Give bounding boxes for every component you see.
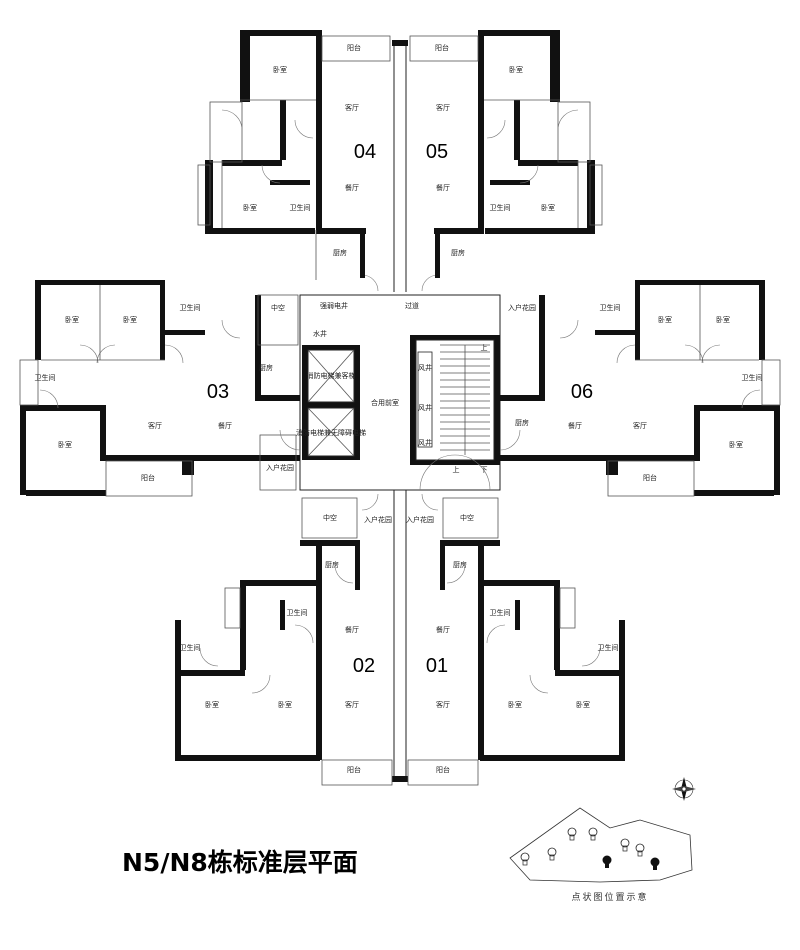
living-label: 客厅 (345, 103, 359, 112)
bath-label: 卫生间 (742, 373, 763, 382)
unit-05-plan (409, 30, 603, 278)
bedroom-label: 卧室 (658, 315, 672, 324)
unit-number: 06 (571, 381, 593, 403)
kitchen-label: 厨房 (515, 418, 529, 427)
living-label: 客厅 (148, 421, 162, 430)
bath-label: 卫生间 (35, 373, 56, 382)
balcony-label: 阳台 (643, 473, 657, 482)
balcony-label: 阳台 (347, 765, 361, 774)
wind-shaft-label: 风井 (418, 438, 432, 447)
bedroom-label: 卧室 (58, 440, 72, 449)
unit-number: 04 (354, 141, 376, 163)
unit-number: 03 (207, 381, 229, 403)
entry-garden-label: 入户花园 (364, 515, 392, 524)
bedroom-label: 卧室 (273, 65, 287, 74)
bedroom-label: 卧室 (65, 315, 79, 324)
plan-title: N5/N8栋标准层平面 (122, 848, 358, 877)
bedroom-label: 卧室 (576, 700, 590, 709)
void-label: 中空 (271, 303, 285, 312)
wind-shaft-label: 风井 (418, 403, 432, 412)
stair-up-mark: 上 (453, 465, 460, 474)
compass-icon (672, 777, 696, 801)
highlighted-building-marker (650, 857, 660, 870)
kitchen-label: 厨房 (259, 363, 273, 372)
living-label: 客厅 (436, 700, 450, 709)
wind-shaft-label: 风井 (418, 363, 432, 372)
stair-down-mark: 下 (481, 466, 488, 474)
dining-label: 餐厅 (218, 421, 232, 430)
unit-number: 01 (426, 655, 448, 677)
bath-label: 卫生间 (290, 203, 311, 212)
dining-label: 餐厅 (436, 183, 450, 192)
bedroom-label: 卧室 (278, 700, 292, 709)
bath-label: 卫生间 (180, 303, 201, 312)
unit-02-plan (175, 497, 393, 786)
kitchen-label: 厨房 (453, 560, 467, 569)
dining-label: 餐厅 (345, 625, 359, 634)
balcony-label: 阳台 (141, 473, 155, 482)
elec-shaft-label: 强弱电井 (320, 301, 348, 310)
bedroom-label: 卧室 (205, 700, 219, 709)
kitchen-label: 厨房 (325, 560, 339, 569)
dining-label: 餐厅 (568, 421, 582, 430)
unit-number: 02 (353, 655, 375, 677)
bedroom-label: 卧室 (243, 203, 257, 212)
building-marker (588, 827, 598, 841)
unit-number: 05 (426, 141, 448, 163)
balcony-label: 阳台 (436, 765, 450, 774)
bedroom-label: 卧室 (716, 315, 730, 324)
entry-garden-label: 入户花园 (266, 463, 294, 472)
entry-garden-label: 入户花园 (508, 303, 536, 312)
kitchen-label: 厨房 (451, 248, 465, 257)
building-marker (620, 838, 630, 852)
living-label: 客厅 (436, 103, 450, 112)
void-label: 中空 (460, 513, 474, 522)
bedroom-label: 卧室 (729, 440, 743, 449)
bath-label: 卫生间 (287, 608, 308, 617)
stair-up-mark: 上 (481, 343, 488, 352)
bedroom-label: 卧室 (508, 700, 522, 709)
bath-label: 卫生间 (180, 643, 201, 652)
room-labels: 卧室 阳台 客厅 餐厅 卧室 卫生间 厨房 卧室 阳台 客厅 餐厅 卧室 卫生间… (35, 43, 763, 774)
building-marker (547, 847, 557, 861)
bath-label: 卫生间 (598, 643, 619, 652)
bath-label: 卫生间 (600, 303, 621, 312)
void-label: 中空 (323, 513, 337, 522)
dining-label: 餐厅 (345, 183, 359, 192)
bedroom-label: 卧室 (509, 65, 523, 74)
building-marker (567, 827, 577, 841)
fire-elevator-label: 消防电梯兼客梯 (307, 371, 356, 380)
central-core (299, 40, 501, 782)
living-label: 客厅 (345, 700, 359, 709)
bedroom-label: 卧室 (541, 203, 555, 212)
balcony-label: 阳台 (347, 43, 361, 52)
elevator-label: 消防电梯兼无障碍电梯 (296, 428, 366, 437)
water-shaft-label: 水井 (313, 329, 327, 338)
entry-garden-label: 入户花园 (406, 515, 434, 524)
building-marker (635, 843, 645, 857)
highlighted-building-marker (602, 855, 612, 868)
unit-01-plan (407, 497, 625, 786)
unit-06-plan (499, 280, 781, 497)
passage-label: 过道 (405, 301, 419, 310)
dining-label: 餐厅 (436, 625, 450, 634)
site-key-plan (509, 807, 693, 883)
bath-label: 卫生间 (490, 608, 511, 617)
key-plan-caption: 点状图位置示意 (571, 893, 649, 903)
unit-numbers: 04 05 03 06 02 01 (207, 141, 593, 677)
kitchen-label: 厨房 (333, 248, 347, 257)
living-label: 客厅 (633, 421, 647, 430)
bath-label: 卫生间 (490, 203, 511, 212)
building-marker (520, 852, 530, 866)
balcony-label: 阳台 (435, 43, 449, 52)
unit-04-plan (197, 30, 391, 280)
unit-03-plan (19, 280, 301, 497)
lobby-label: 合用前室 (371, 398, 399, 407)
bedroom-label: 卧室 (123, 315, 137, 324)
